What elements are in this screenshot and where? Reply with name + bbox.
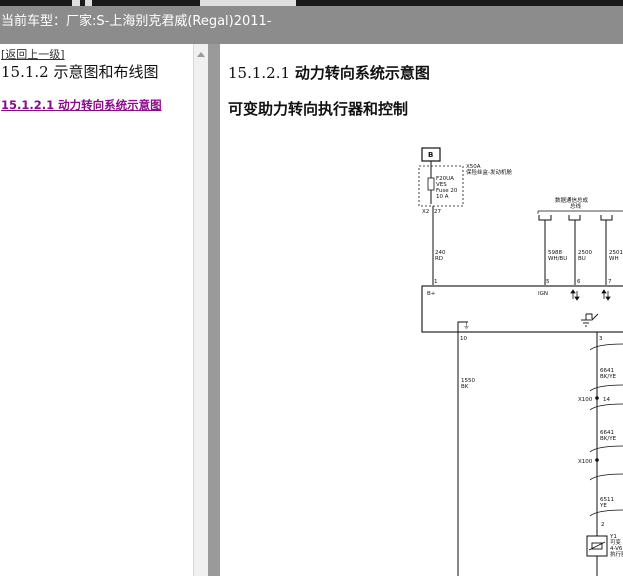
pane-splitter[interactable] — [208, 44, 220, 576]
module-pin-3: 3 — [599, 336, 603, 342]
navigation-pane[interactable]: [返回上一级] 15.1.2 示意图和布线图 15.1.2.1 动力转向系统示意… — [0, 44, 193, 576]
top-strip — [0, 0, 623, 6]
comm-arrows-icon — [570, 289, 611, 301]
section-title: 动力转向系统示意图 — [294, 64, 430, 82]
wire-break — [589, 403, 623, 411]
fuse-number: Fuse 20 — [436, 188, 458, 194]
module-pin-6: 6 — [577, 279, 581, 285]
module-pin-10: 10 — [460, 336, 467, 342]
page-title: 15.1.2.1 动力转向系统示意图 — [228, 62, 430, 83]
wire-a-color: WH/BU — [548, 256, 567, 262]
fuse-pin-out: 27 — [434, 209, 441, 215]
top-strip-segment — [85, 0, 92, 6]
actuator-text-1: 可变 — [610, 538, 622, 546]
ground-icon — [581, 313, 599, 327]
solenoid-icon — [591, 542, 603, 550]
wire-d2-color: BK/YE — [600, 436, 617, 442]
connector-1-pin: 14 — [603, 397, 610, 403]
steering-module-box — [421, 285, 623, 333]
actuator-label: Y1 — [609, 534, 617, 540]
connector-group-sub: 总线 — [570, 202, 582, 210]
nav-section-heading: 15.1.2 示意图和布线图 — [1, 63, 159, 81]
wire-break — [589, 384, 623, 392]
battery-source-label: B — [428, 151, 433, 159]
fuse-group: VES — [436, 182, 447, 188]
wire-power-number: 240 — [435, 250, 446, 256]
module-pin-7: 7 — [608, 279, 612, 285]
fuse-pin-in: X2 — [422, 209, 429, 215]
toc-link-power-steering[interactable]: 15.1.2.1 动力转向系统示意图 — [1, 98, 162, 112]
content-pane: 15.1.2.1 动力转向系统示意图 可变助力转向执行器和控制 B X50A 保… — [220, 44, 623, 576]
wire-d3-number: 6511 — [600, 497, 614, 503]
wire-break — [589, 445, 623, 453]
wire-break — [589, 509, 623, 517]
connector-x100-dot — [595, 396, 599, 400]
wire-ground-color: BK — [461, 384, 469, 390]
bracket — [537, 210, 623, 214]
wire-c-number: 2501 — [609, 250, 623, 256]
solenoid-icon-slash — [588, 541, 606, 551]
vehicle-model-title: 当前车型：厂家:S-上海别克君威(Regal)2011- — [1, 14, 272, 29]
actuator-pin: 2 — [601, 522, 605, 528]
module-pin-ign: IGN — [538, 291, 548, 297]
section-number: 15.1.2.1 — [228, 64, 291, 82]
fuse-icon — [427, 177, 435, 191]
page-subtitle: 可变助力转向执行器和控制 — [228, 100, 409, 118]
module-pin-b-plus: B+ — [427, 291, 436, 297]
wire-d2-number: 6641 — [600, 430, 614, 436]
fuse-name: F20UA — [436, 176, 454, 182]
back-link[interactable]: [返回上一级] — [1, 48, 65, 61]
wire-d3-color: YE — [599, 503, 607, 509]
connector-sockets — [538, 215, 613, 285]
wire-power-color: RD — [435, 256, 443, 262]
module-pin-5: 5 — [546, 279, 550, 285]
fuse-block-outline — [418, 165, 464, 207]
connector-1: X100 — [578, 397, 593, 403]
top-strip-segment — [72, 0, 80, 6]
actuator-text-2: 4-V6 — [610, 546, 623, 552]
wire-d1-number: 6641 — [600, 368, 614, 374]
wire — [457, 321, 468, 332]
connector-group-label: 数据通信总成 — [555, 196, 589, 204]
ground-mark-icon: ⏚ — [463, 322, 470, 330]
wire-b-color: BU — [578, 256, 586, 262]
connector-x100-dot — [595, 458, 599, 462]
scroll-up-arrow-icon[interactable] — [197, 52, 205, 57]
wire-break — [589, 343, 623, 351]
module-pin-1: 1 — [434, 279, 438, 285]
wire-a-number: 5988 — [548, 250, 562, 256]
connector-2: X100 — [578, 459, 593, 465]
top-strip-segment — [200, 0, 296, 6]
wiring-diagram: B X50A 保险丝盒-发动机舱 F20UA VES Fuse 20 10 A … — [418, 147, 623, 576]
actuator-text-3: 执行器 — [610, 550, 623, 558]
fuse-block-note: 保险丝盒-发动机舱 — [466, 168, 512, 176]
wire-c-color: WH — [609, 256, 619, 262]
wire-b-number: 2500 — [578, 250, 592, 256]
title-bar: 当前车型：厂家:S-上海别克君威(Regal)2011- — [0, 6, 623, 44]
wire-ground-number: 1550 — [461, 378, 475, 384]
fuse-block-label: X50A — [466, 164, 481, 170]
wire-break — [589, 473, 623, 481]
wire-d1-color: BK/YE — [600, 374, 617, 380]
fuse-rating: 10 A — [436, 194, 449, 200]
nav-scrollbar[interactable] — [193, 44, 209, 576]
